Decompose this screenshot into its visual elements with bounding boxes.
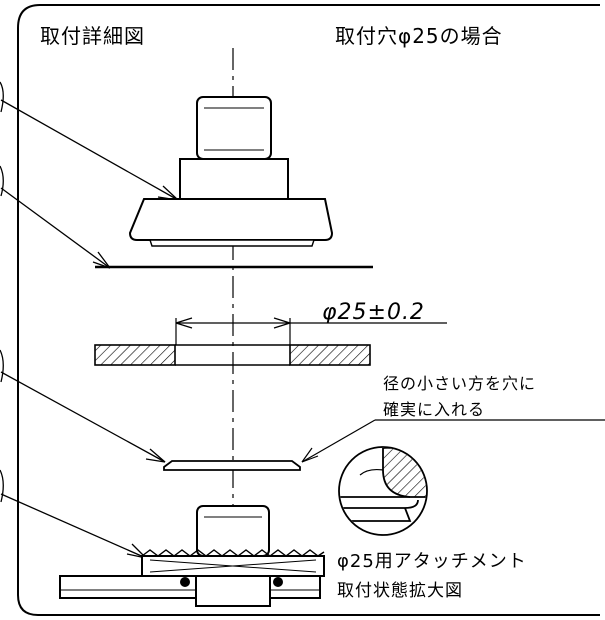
top-fastener — [128, 96, 334, 247]
leader-arrow-2 — [0, 165, 111, 269]
leader-arrow-3 — [0, 349, 166, 463]
note-line-2: 確実に入れる — [383, 400, 486, 419]
note-leader — [301, 419, 605, 463]
leader-arrow-4 — [0, 469, 147, 559]
frame-border — [17, 4, 600, 616]
title-hole-diameter: 取付穴φ25の場合 — [335, 24, 503, 48]
leader-arrow-1 — [0, 81, 179, 201]
detail-circle — [338, 446, 428, 536]
dimension-line — [175, 317, 447, 345]
dimension-label: φ25±0.2 — [322, 300, 425, 325]
note-line-1: 径の小さい方を穴に — [383, 374, 537, 393]
bottom-fastener — [59, 505, 325, 607]
title-mounting-detail: 取付詳細図 — [40, 24, 145, 48]
caption-enlarged-view: 取付状態拡大図 — [337, 581, 463, 601]
plate-section — [94, 344, 371, 366]
caption-attachment: φ25用アタッチメント — [337, 551, 527, 572]
washer — [163, 460, 301, 471]
